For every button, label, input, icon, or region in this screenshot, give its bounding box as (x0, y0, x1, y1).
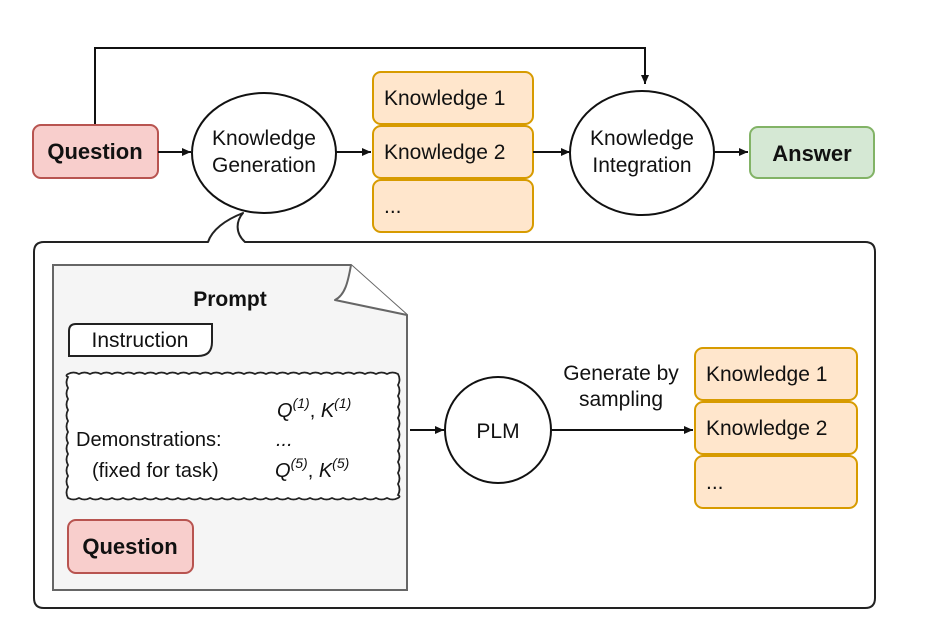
prompt-title: Prompt (193, 288, 267, 311)
answer-node: Answer (749, 126, 875, 179)
knowledge-item-label: Knowledge 2 (384, 141, 505, 164)
demonstrations-label: Demonstrations: (76, 429, 222, 451)
plm-node: PLM (444, 376, 552, 484)
answer-label: Answer (772, 141, 852, 166)
knowledge-item-label: Knowledge 2 (706, 417, 827, 440)
knowledge-generation-node: Knowledge Generation (191, 92, 337, 214)
plm-label: PLM (476, 420, 519, 443)
knowledge-integration-line1: Knowledge (590, 127, 694, 150)
knowledge-generation-line2: Generation (212, 154, 316, 177)
knowledge-list-top: Knowledge 1 Knowledge 2 ... (372, 71, 534, 233)
knowledge-item: Knowledge 2 (372, 125, 534, 179)
knowledge-item-label: Knowledge 1 (706, 363, 827, 386)
instruction-tag: Instruction (68, 323, 213, 357)
question-to-integration-connector (94, 47, 649, 125)
demonstrations-note: (fixed for task) (92, 460, 219, 482)
demo-pair-first: Q(1), K(1) (277, 395, 351, 422)
knowledge-item-label: ... (706, 471, 724, 494)
demonstrations-box: Demonstrations: (fixed for task) Q(1), K… (65, 371, 401, 501)
prompt-question-node: Question (67, 519, 194, 574)
instruction-label: Instruction (92, 329, 189, 352)
knowledge-list-bottom: Knowledge 1 Knowledge 2 ... (694, 347, 858, 509)
demo-pair-last: Q(5), K(5) (275, 455, 349, 482)
demo-ellipsis: ... (276, 429, 293, 451)
question-label: Question (47, 139, 142, 164)
knowledge-item-label: Knowledge 1 (384, 87, 505, 110)
knowledge-item: Knowledge 2 (694, 401, 858, 455)
knowledge-item: Knowledge 1 (372, 71, 534, 125)
knowledge-item: Knowledge 1 (694, 347, 858, 401)
generate-label-line1: Generate by (563, 362, 679, 385)
question-node: Question (32, 124, 159, 179)
knowledge-item: ... (372, 179, 534, 233)
knowledge-generation-line1: Knowledge (212, 127, 316, 150)
prompt-question-label: Question (82, 534, 177, 559)
knowledge-item-label: ... (384, 195, 402, 218)
knowledge-integration-line2: Integration (592, 154, 691, 177)
generate-label-line2: sampling (579, 388, 663, 411)
knowledge-integration-node: Knowledge Integration (569, 90, 715, 216)
knowledge-item: ... (694, 455, 858, 509)
